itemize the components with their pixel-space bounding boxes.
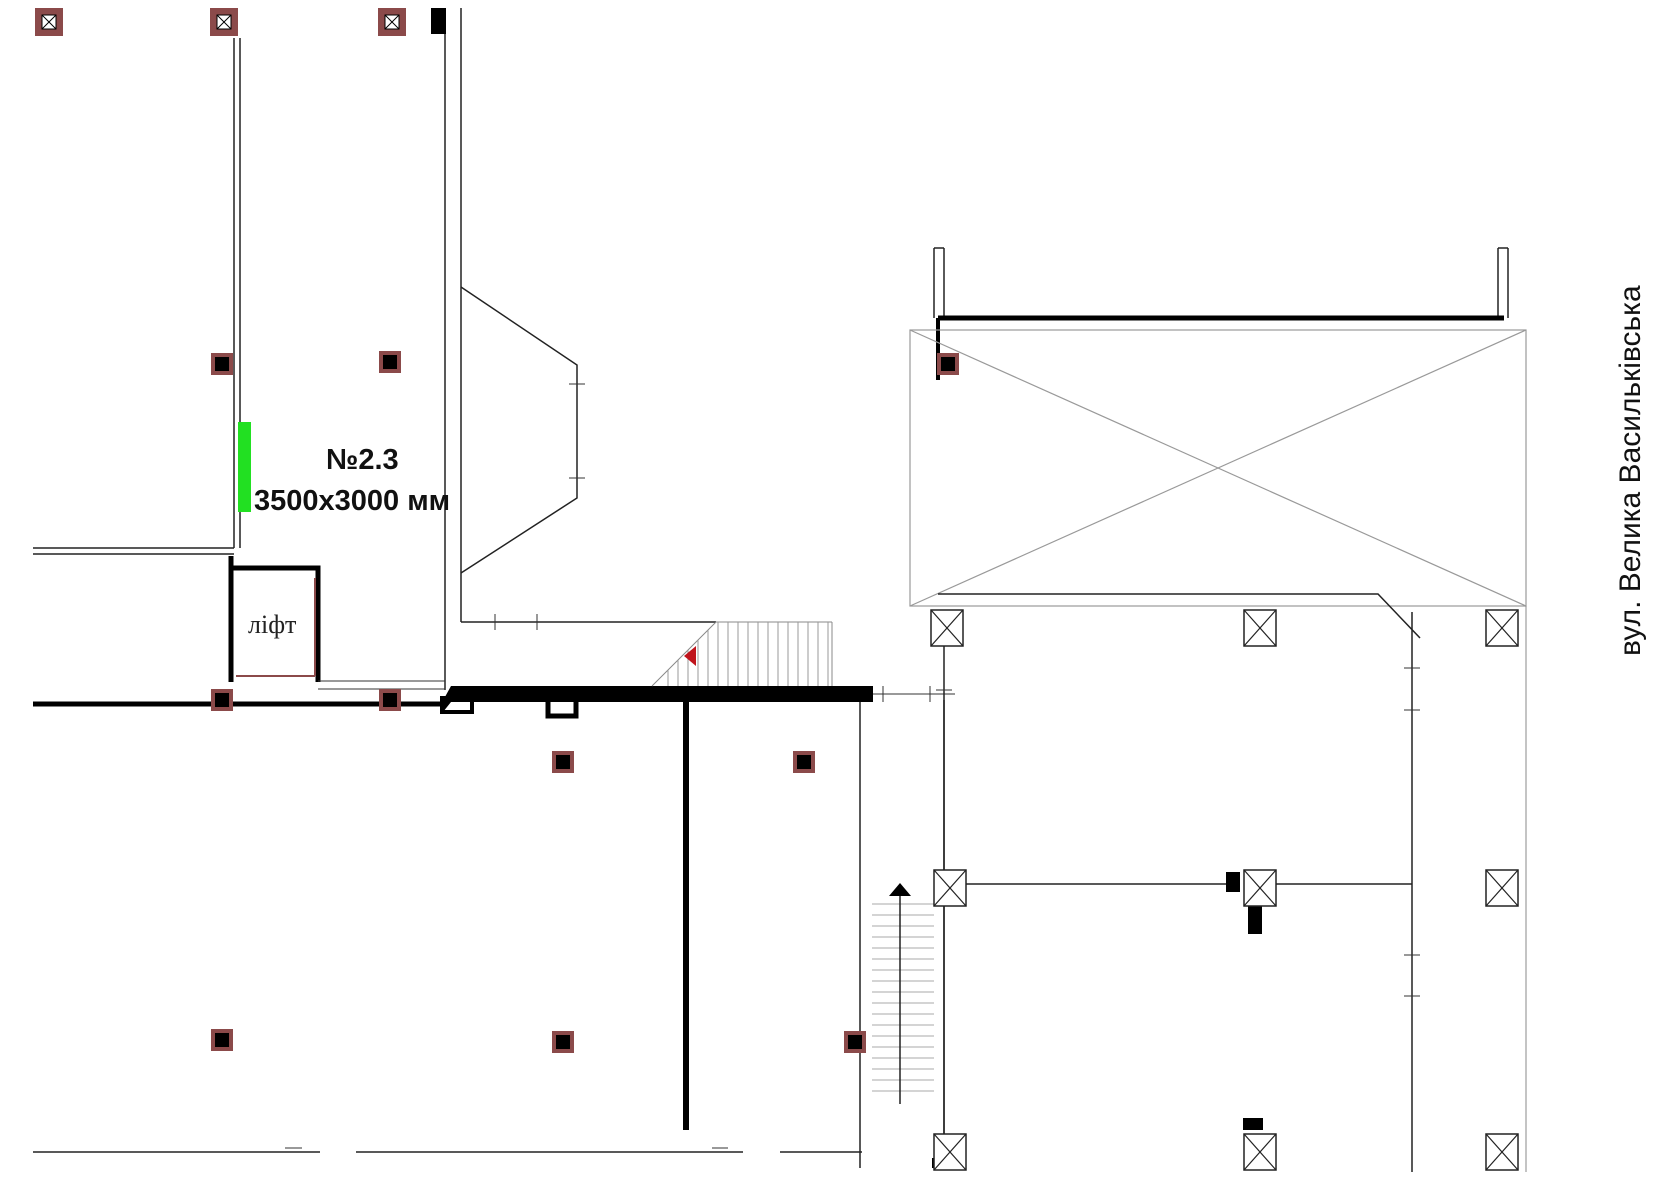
main-wall (33, 680, 955, 1130)
square-column-icon (937, 353, 959, 375)
crossed-box-icon (933, 869, 967, 907)
crossed-box-icon (930, 609, 964, 647)
lift: ліфт (228, 556, 321, 682)
square-column-icon (211, 353, 233, 375)
square-column-icon (431, 8, 446, 34)
crossed-box-icon (1243, 869, 1277, 907)
square-column-icon (211, 1029, 233, 1051)
square-column-icon (379, 689, 401, 711)
square-column-icon (793, 751, 815, 773)
lift-label: ліфт (248, 610, 296, 639)
right-block (909, 247, 1527, 1172)
bottom-wall (33, 702, 862, 1168)
crossed-box-icon (1243, 609, 1277, 647)
lower-stair (872, 700, 945, 1168)
crossed-box-icon (210, 8, 238, 36)
stair-direction-arrow-icon (684, 646, 696, 666)
room-highlight-marker (238, 422, 251, 512)
room-number: №2.3 (326, 444, 399, 476)
square-column-icon (552, 1031, 574, 1053)
crossed-box-icon (1485, 609, 1519, 647)
street-name: вул. Велика Васильківська (1614, 285, 1647, 656)
left-wing-walls (33, 8, 716, 690)
square-column-icon (552, 751, 574, 773)
crossed-box-icon (35, 8, 63, 36)
stair-up-arrow-icon (889, 883, 911, 896)
room-size: 3500х3000 мм (254, 485, 450, 517)
crossed-box-icon (1485, 1133, 1519, 1171)
crossed-box-icon (1243, 1133, 1277, 1171)
structural-columns (35, 8, 1519, 1171)
square-column-icon (844, 1031, 866, 1053)
upper-stair (651, 621, 833, 687)
bay-window-outline (460, 286, 585, 574)
square-column-icon (379, 351, 401, 373)
crossed-box-icon (933, 1133, 967, 1171)
crossed-box-icon (378, 8, 406, 36)
crossed-box-icon (1485, 869, 1519, 907)
square-column-icon (211, 689, 233, 711)
